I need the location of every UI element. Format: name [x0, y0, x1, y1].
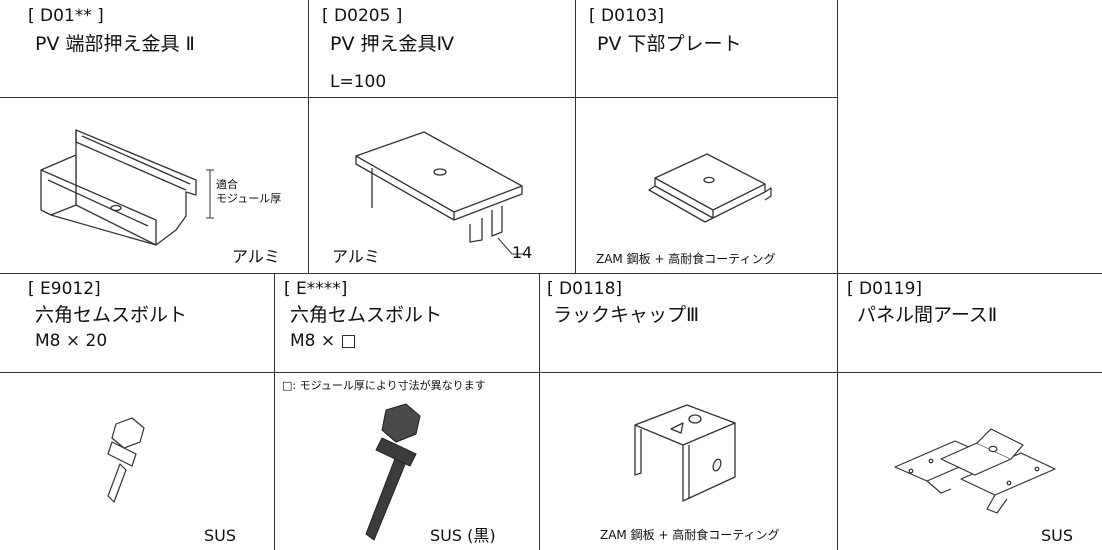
part-spec: L=100 — [330, 72, 387, 92]
grid-line — [0, 273, 1102, 274]
part-cell-d0103: [ D0103] PV 下部プレート ZAM 鋼板 + 高耐食コーティング — [575, 0, 837, 273]
annotation-label: 適合 — [216, 178, 238, 191]
part-cell-d0119: [ D0119] パネル間アースⅡ SUS — [837, 273, 1102, 550]
black-bolt-drawing — [365, 403, 421, 541]
part-code: [ D0103] — [589, 6, 665, 26]
grid-line — [539, 273, 540, 550]
part-name: PV 端部押え金具 Ⅱ — [35, 33, 195, 55]
thickness-dimension — [206, 169, 214, 219]
material-label: ZAM 鋼板 + 高耐食コーティング — [596, 252, 776, 266]
part-code: [ D01** ] — [28, 6, 104, 26]
part-code: [ E****] — [284, 279, 348, 299]
rack-cap-drawing — [634, 404, 736, 502]
end-clamp-drawing — [40, 129, 197, 246]
part-code: [ D0118] — [547, 279, 623, 299]
grid-line — [837, 0, 838, 550]
lower-plate-drawing — [648, 153, 772, 223]
hex-bolt-drawing — [107, 417, 145, 503]
size-note: □: モジュール厚により寸法が異なります — [282, 379, 486, 392]
part-cell-d01: [ D01** ] PV 端部押え金具 Ⅱ 適合 モジュール厚 アルミ — [0, 0, 308, 273]
material-label: SUS — [204, 526, 237, 545]
part-name: 六角セムスボルト — [290, 304, 443, 326]
material-label: SUS (黒) — [430, 526, 496, 545]
material-label: アルミ — [332, 247, 380, 266]
part-name: PV 押え金具Ⅳ — [330, 33, 455, 55]
dimension-line — [497, 237, 524, 255]
clamp-iv-drawing — [355, 131, 523, 243]
part-cell-e9012: [ E9012] 六角セムスボルト M8 × 20 SUS — [0, 273, 274, 550]
part-cell-e-black: [ E****] 六角セムスボルト M8 × □ □: モジュール厚により寸法が… — [274, 273, 539, 550]
ground-plate-drawing — [894, 428, 1056, 514]
part-spec: M8 × □ — [290, 331, 357, 351]
grid-line — [575, 0, 576, 273]
material-label: アルミ — [232, 247, 280, 266]
grid-line — [0, 97, 838, 98]
grid-line — [308, 0, 309, 273]
dimension-label: 14 — [512, 243, 533, 262]
part-name: PV 下部プレート — [597, 33, 742, 55]
part-code: [ D0205 ] — [322, 6, 403, 26]
annotation-label: モジュール厚 — [216, 192, 282, 205]
grid-line — [0, 372, 1102, 373]
part-code: [ E9012] — [28, 279, 101, 299]
part-spec: M8 × 20 — [35, 331, 108, 351]
grid-line — [274, 273, 275, 550]
material-label: SUS — [1041, 526, 1074, 545]
part-cell-d0118: [ D0118] ラックキャップⅢ ZAM 鋼板 + 高耐食コーティング — [539, 273, 837, 550]
part-cell-d0205: [ D0205 ] PV 押え金具Ⅳ L=100 14 アルミ — [308, 0, 575, 273]
part-code: [ D0119] — [847, 279, 923, 299]
part-name: ラックキャップⅢ — [553, 304, 700, 326]
part-name: パネル間アースⅡ — [857, 304, 998, 326]
material-label: ZAM 鋼板 + 高耐食コーティング — [600, 528, 780, 542]
part-name: 六角セムスボルト — [35, 304, 188, 326]
